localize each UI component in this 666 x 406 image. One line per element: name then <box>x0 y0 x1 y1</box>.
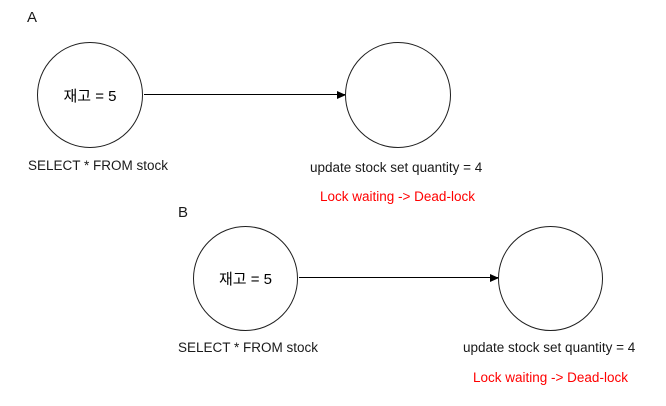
update-caption-b: update stock set quantity = 4 <box>463 340 636 355</box>
section-b-label: B <box>178 204 189 221</box>
deadlock-alert-b: Lock waiting -> Dead-lock <box>473 370 628 385</box>
stock-node-b: 재고 = 5 <box>193 226 298 331</box>
empty-node-b <box>498 226 603 331</box>
deadlock-alert-a: Lock waiting -> Dead-lock <box>320 189 475 204</box>
select-caption-a: SELECT * FROM stock <box>28 158 169 173</box>
arrow-a <box>144 90 346 99</box>
update-caption-a: update stock set quantity = 4 <box>310 160 483 175</box>
stock-node-b-text: 재고 = 5 <box>218 271 273 288</box>
section-a-label: A <box>27 9 38 26</box>
select-caption-b: SELECT * FROM stock <box>178 340 319 355</box>
stock-node-a-text: 재고 = 5 <box>63 87 117 105</box>
stock-node-a: 재고 = 5 <box>37 42 143 148</box>
empty-node-a <box>345 42 451 148</box>
arrow-b <box>299 273 499 282</box>
